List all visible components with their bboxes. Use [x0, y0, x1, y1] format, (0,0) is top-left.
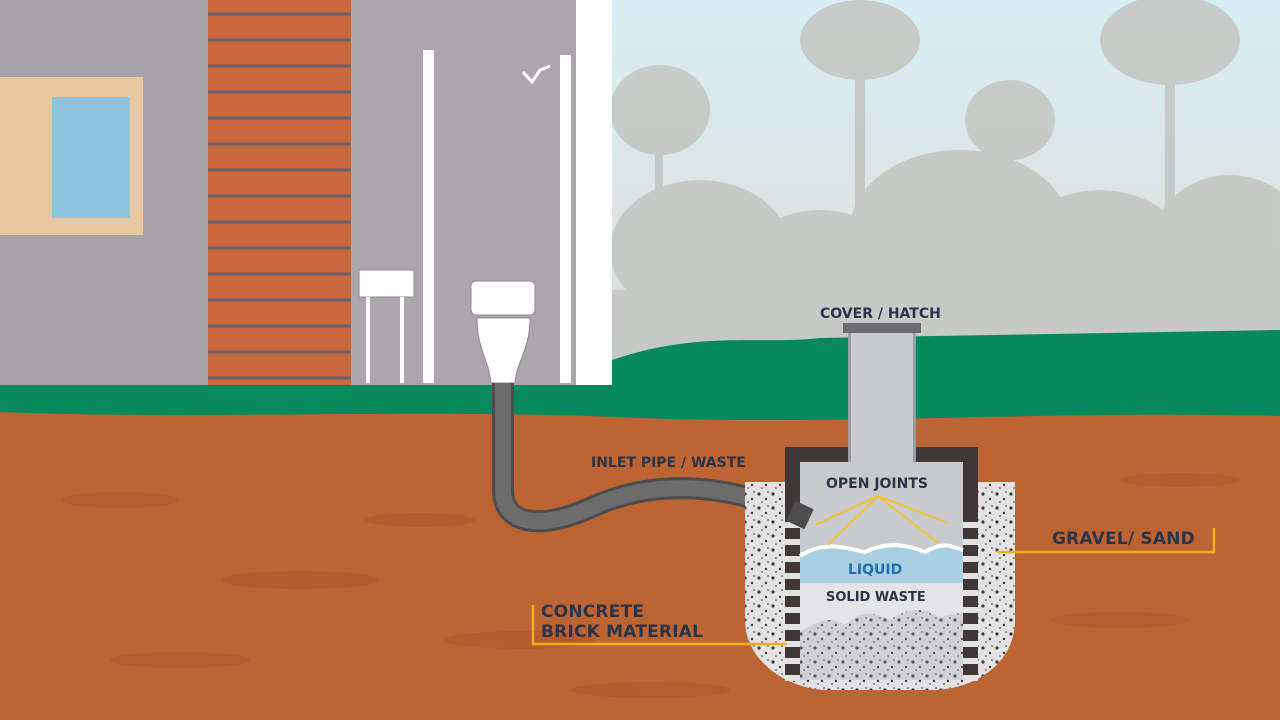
open-joint [963, 675, 978, 681]
brick-column [208, 0, 351, 385]
open-joint [785, 590, 800, 596]
open-joint [785, 607, 800, 613]
open-joint [963, 590, 978, 596]
bathroom-wall [351, 0, 581, 385]
background-trees [610, 0, 1280, 370]
solid-waste-label: SOLID WASTE [826, 590, 926, 605]
shower-head-icon [521, 64, 551, 85]
house-exterior-edge [576, 0, 612, 385]
open-joint [785, 522, 800, 528]
window-glass [52, 97, 130, 218]
open-joint [963, 573, 978, 579]
open-joint [963, 624, 978, 630]
wall-joints-left [785, 522, 800, 681]
access-riser [848, 328, 916, 462]
open-joint [785, 573, 800, 579]
sink-icon [358, 269, 415, 383]
open-joint [963, 658, 978, 664]
open-joint [785, 539, 800, 545]
open-joint [963, 556, 978, 562]
open-joint [963, 641, 978, 647]
open-joints-pointers [814, 495, 949, 546]
brick-lines [208, 12, 351, 380]
cover-hatch-label: COVER / HATCH [820, 306, 941, 322]
pipe-outlet [786, 500, 814, 530]
grass [0, 330, 1280, 420]
liquid-label: LIQUID [848, 562, 903, 578]
open-joint [963, 522, 978, 528]
open-joint [785, 641, 800, 647]
toilet-icon [470, 280, 536, 384]
open-joint [963, 539, 978, 545]
open-joint [785, 675, 800, 681]
concrete-label-line2: BRICK MATERIAL [541, 622, 704, 642]
open-joint [785, 658, 800, 664]
open-joint [963, 607, 978, 613]
gravel-callout-line [997, 528, 1216, 554]
tank-interior [800, 462, 963, 552]
open-joint [785, 624, 800, 630]
open-joint [785, 556, 800, 562]
liquid [800, 545, 963, 583]
gravel-sand-label: GRAVEL/ SAND [1052, 529, 1195, 549]
shower-pole-right [560, 55, 571, 383]
riser-edge-left [848, 328, 851, 462]
open-joints-label: OPEN JOINTS [826, 476, 928, 492]
inlet-pipe-label: INLET PIPE / WASTE [591, 455, 746, 471]
riser-edge-right [913, 328, 916, 462]
wall-joints-right [963, 522, 978, 681]
concrete-label-line1: CONCRETE [541, 602, 645, 622]
cover-hatch [843, 323, 921, 333]
shower-pole-left [423, 50, 434, 383]
concrete-callout-line [531, 605, 787, 646]
